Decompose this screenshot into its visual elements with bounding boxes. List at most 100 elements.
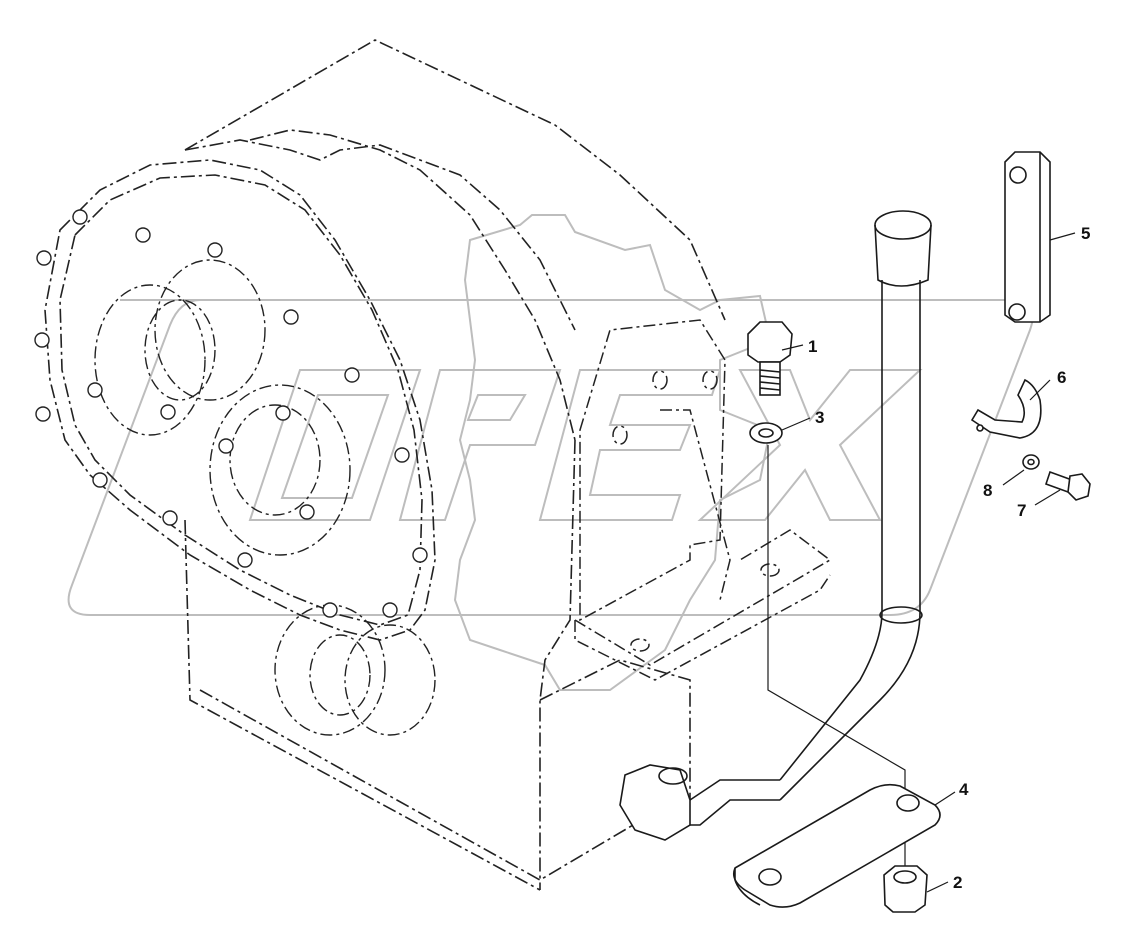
bolt-head bbox=[344, 367, 360, 383]
leader-4 bbox=[934, 791, 956, 806]
callout-3: 3 bbox=[815, 408, 824, 427]
part-2-hex-nut bbox=[883, 865, 928, 913]
upper-flange-bore bbox=[144, 299, 216, 401]
center-cover-inner bbox=[229, 404, 321, 516]
leader-2 bbox=[926, 881, 949, 893]
bolt-head bbox=[207, 242, 223, 258]
bolt-head bbox=[35, 406, 51, 422]
tube-left-wall bbox=[779, 280, 883, 781]
bolt-head bbox=[237, 552, 253, 568]
tube-cap bbox=[874, 224, 932, 287]
bracket-foot bbox=[574, 529, 832, 666]
small-washer-inner bbox=[1027, 458, 1035, 466]
leader-7 bbox=[1034, 489, 1061, 506]
transmission-housing bbox=[44, 39, 726, 891]
watermark-letter-o bbox=[248, 369, 422, 521]
bolt-head bbox=[36, 250, 52, 266]
housing-back-ridge bbox=[249, 129, 576, 441]
bolt-head bbox=[394, 447, 410, 463]
callout-6: 6 bbox=[1057, 368, 1066, 387]
oil-level-tube bbox=[619, 210, 932, 841]
housing-top-outline bbox=[184, 39, 726, 321]
housing-front-plate bbox=[44, 159, 436, 641]
bolt-head bbox=[218, 438, 234, 454]
hex-bolt-head bbox=[747, 321, 793, 363]
watermark-letter-p bbox=[398, 369, 562, 521]
lower-flange-bore bbox=[309, 634, 371, 716]
tube-cap-top bbox=[874, 210, 932, 240]
callout-4: 4 bbox=[959, 780, 969, 799]
leader-3 bbox=[781, 417, 811, 431]
bolt-head bbox=[275, 405, 291, 421]
bracket-foot-edge bbox=[574, 574, 831, 681]
part-8-washer bbox=[1022, 454, 1040, 470]
strap-lower-screw bbox=[1008, 303, 1026, 321]
upper-flange-hub bbox=[154, 259, 266, 401]
leader-6 bbox=[1029, 379, 1051, 401]
bracket-foot-hole bbox=[760, 563, 780, 577]
plate-hole bbox=[758, 868, 782, 886]
callout-2: 2 bbox=[953, 873, 962, 892]
bolt-head bbox=[92, 472, 108, 488]
bracket-foot-hole bbox=[630, 638, 650, 652]
bolt-head bbox=[135, 227, 151, 243]
callout-8: 8 bbox=[983, 481, 992, 500]
part-3-lock-washer bbox=[749, 422, 783, 444]
clamp-band bbox=[970, 378, 1042, 439]
watermark-gear-icon bbox=[453, 214, 772, 691]
housing-left-wall bbox=[184, 519, 541, 891]
plate-hole bbox=[896, 794, 920, 812]
callout-leaders bbox=[781, 232, 1076, 893]
part-4-flat-plate bbox=[732, 783, 941, 908]
nut-bore bbox=[893, 870, 917, 884]
strap-upper-screw bbox=[1009, 166, 1027, 184]
tube-collar bbox=[879, 606, 923, 624]
part-5-strap bbox=[1004, 151, 1051, 323]
bolt-head bbox=[322, 602, 338, 618]
bracket-hole bbox=[612, 425, 628, 445]
small-bolt-head bbox=[1067, 473, 1091, 501]
washer-inner bbox=[758, 428, 774, 438]
housing-top-ridge bbox=[184, 139, 576, 331]
tube-right-wall bbox=[779, 280, 921, 801]
callout-labels: 1 2 3 4 5 6 7 8 bbox=[808, 224, 1090, 892]
callout-7: 7 bbox=[1017, 501, 1026, 520]
bracket-upright bbox=[579, 319, 726, 622]
cover-bolts bbox=[34, 209, 428, 618]
bracket-hole bbox=[652, 370, 668, 390]
housing-right-wall bbox=[539, 439, 576, 890]
watermark-letter-e bbox=[538, 369, 722, 521]
front-cover-assembly bbox=[94, 259, 436, 736]
mounting-bracket bbox=[574, 319, 832, 681]
part-7-small-bolt bbox=[1044, 470, 1091, 501]
center-cover bbox=[209, 384, 351, 556]
bolt-head bbox=[412, 547, 428, 563]
upper-flange bbox=[94, 284, 206, 436]
plate-thickness bbox=[734, 868, 761, 906]
leader-1 bbox=[781, 344, 804, 351]
bolt-head bbox=[34, 332, 50, 348]
tube-fitting bbox=[619, 764, 691, 841]
leader-8 bbox=[1002, 469, 1025, 486]
bolt-head bbox=[283, 309, 299, 325]
lower-flange bbox=[274, 604, 386, 736]
leader-5 bbox=[1049, 232, 1076, 241]
lower-flange-rim bbox=[344, 624, 436, 736]
plate-body bbox=[732, 783, 941, 908]
strap-body bbox=[1004, 151, 1051, 323]
bolt-head bbox=[299, 504, 315, 520]
tube-fitting-nut bbox=[658, 767, 688, 785]
clamp-hole bbox=[976, 424, 984, 432]
assembly-centerline bbox=[767, 445, 906, 870]
bolt-head bbox=[87, 382, 103, 398]
housing-bottom bbox=[199, 689, 651, 881]
bracket-hole bbox=[702, 370, 718, 390]
watermark-letter-x bbox=[697, 369, 923, 521]
part-1-hex-bolt bbox=[747, 321, 793, 396]
part-6-pipe-clamp bbox=[970, 378, 1042, 439]
hex-bolt-thread bbox=[759, 369, 781, 391]
callout-1: 1 bbox=[808, 337, 817, 356]
housing-front-plate-inner bbox=[59, 174, 423, 626]
watermark-logo bbox=[67, 214, 1035, 691]
